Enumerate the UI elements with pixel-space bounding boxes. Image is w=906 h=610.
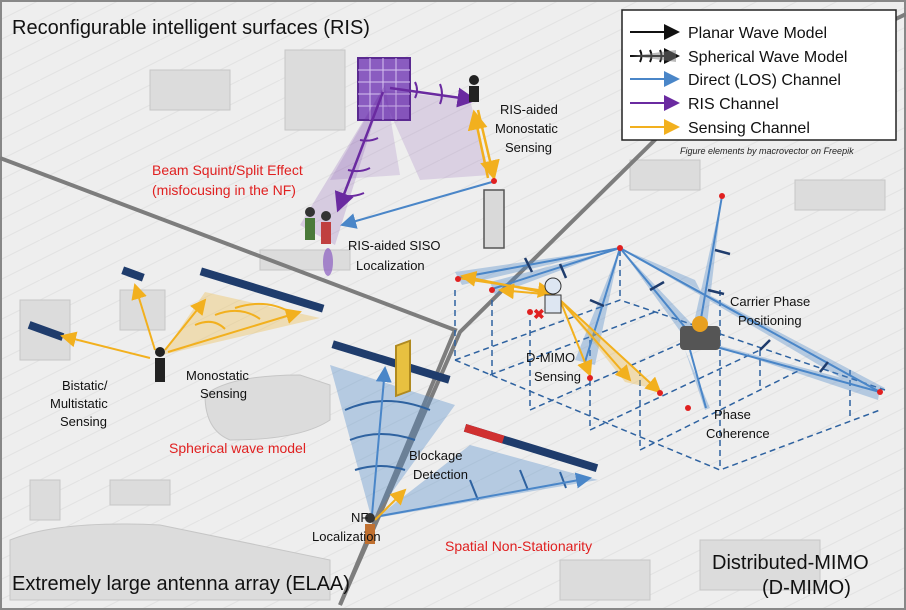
elaa-bistatic-label-2: Multistatic [50, 396, 108, 411]
ris-sensing-arrow-2 [467, 109, 490, 179]
ris-base-station [483, 189, 505, 249]
ris-beam-to-user [300, 85, 385, 245]
ris-target-person [469, 75, 479, 102]
ris-monostatic-label-3: Sensing [505, 140, 552, 155]
dmimo-target-x-icon: ✖ [533, 306, 545, 322]
dmimo-robot [544, 277, 562, 314]
ris-users [305, 207, 333, 276]
elaa-array-top [199, 267, 325, 313]
legend-label-4: Sensing Channel [688, 120, 810, 137]
title-dmimo-line2: (D-MIMO) [762, 577, 851, 599]
elaa-blockage-arrow [374, 488, 407, 521]
ris-monostatic-label-1: RIS-aided [500, 102, 558, 117]
elaa-nonstationary-beam [376, 445, 598, 518]
elaa-blockage-label-1: Blockage [409, 448, 462, 463]
elaa-blockage-panel [395, 339, 411, 398]
elaa-mono-label-1: Monostatic [186, 368, 249, 383]
ris-siso-label-2: Localization [356, 258, 425, 273]
scenery [9, 49, 886, 601]
dmimo-dashed-grid [454, 250, 886, 471]
dmimo-sensing-label-2: Sensing [534, 369, 581, 384]
elaa-nf-label-2: Localization [312, 529, 381, 544]
legend-label-3: RIS Channel [688, 96, 779, 113]
ris-squint-label-2: (misfocusing in the NF) [152, 182, 296, 198]
legend-label-1: Spherical Wave Model [688, 49, 847, 66]
dmimo-vehicle [680, 316, 720, 350]
dmimo-sensing-lines [457, 270, 662, 394]
legend: Planar Wave Model Spherical Wave Model D… [621, 9, 897, 141]
ris-direct-los [340, 181, 493, 229]
elaa-target-person [155, 347, 165, 382]
elaa-bistatic-label-3: Sensing [60, 414, 107, 429]
ris-monostatic-label-2: Monostatic [495, 121, 558, 136]
elaa-los-arrow [371, 366, 392, 516]
title-ris: Reconfigurable intelligent surfaces (RIS… [12, 17, 370, 39]
dmimo-sensing-fan [560, 300, 660, 390]
elaa-nonstationary-label: Spatial Non-Stationarity [445, 538, 592, 554]
dmimo-phase-label-1: Phase [714, 407, 751, 422]
legend-label-2: Direct (LOS) Channel [688, 72, 841, 89]
elaa-bistatic-arrow-1 [131, 283, 156, 351]
elaa-array-red-segment [463, 424, 505, 444]
ris-arrow-user [334, 91, 385, 213]
elaa-array-center [331, 340, 451, 384]
elaa-nf-arrow [379, 472, 592, 517]
elaa-nf-user [365, 513, 375, 544]
elaa-nonstationary-wavefronts [469, 469, 567, 501]
ris-wavefronts [339, 81, 443, 198]
elaa-mono-arrow-1 [164, 298, 207, 351]
elaa-mono-label-2: Sensing [200, 386, 247, 401]
legend-label-0: Planar Wave Model [688, 25, 827, 42]
elaa-blockage-label-2: Detection [413, 467, 468, 482]
ris-siso-label-1: RIS-aided SISO [348, 238, 441, 253]
dmimo-phase-label-2: Coherence [706, 426, 770, 441]
elaa-nf-label-1: NF [351, 510, 368, 525]
elaa-mono-arrow-2 [167, 308, 302, 353]
elaa-spherical-wavefronts [344, 400, 431, 471]
elaa-bistatic-label-1: Bistatic/ [62, 378, 108, 393]
title-elaa: Extremely large antenna array (ELAA) [12, 573, 350, 595]
ris-arrow-target [389, 86, 478, 108]
elaa-array-left [27, 321, 65, 341]
legend-credit: Figure elements by macrovector on Freepi… [680, 146, 854, 156]
elaa-array-small [121, 266, 145, 282]
title-dmimo-line1: Distributed-MIMO [712, 552, 869, 574]
dmimo-carrier-label-1: Carrier Phase [730, 294, 810, 309]
dmimo-access-points [455, 193, 883, 411]
ris-bs-antenna [491, 178, 497, 184]
elaa-bistatic-arrow-2 [60, 331, 151, 359]
ris-beam-to-target [380, 90, 490, 180]
ris-beam-squint [330, 85, 400, 180]
legend-spherical-icon [630, 48, 680, 64]
elaa-spherical-label: Spherical wave model [169, 440, 306, 456]
dmimo-wavefront-ticks [523, 248, 829, 373]
ris-squint-label-1: Beam Squint/Split Effect [152, 162, 303, 178]
dmimo-sensing-label-1: D-MIMO [526, 350, 575, 365]
dmimo-carrier-label-2: Positioning [738, 313, 802, 328]
